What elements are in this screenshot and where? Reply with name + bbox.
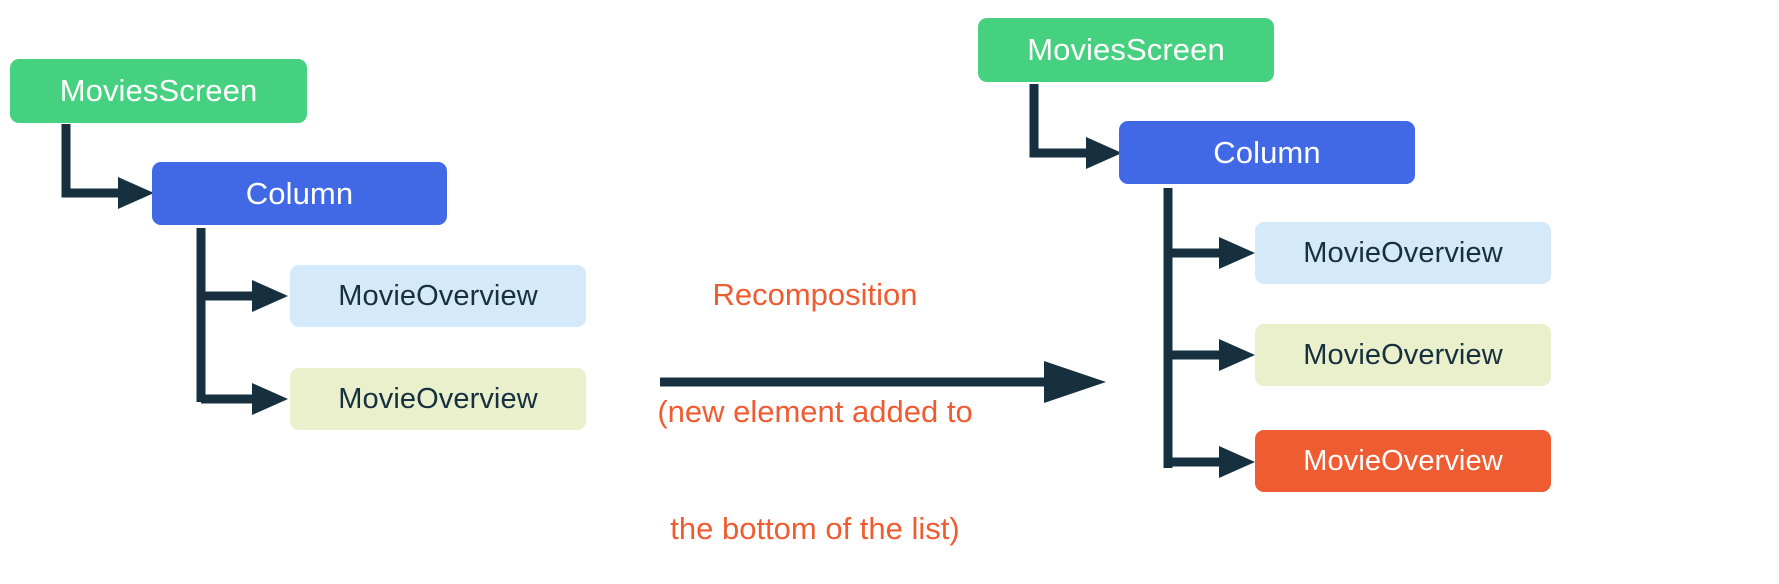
arrowhead-icon	[1219, 446, 1255, 478]
before-column-label: Column	[245, 175, 354, 211]
annotation-line-3: the bottom of the list)	[670, 511, 960, 546]
before-node-moviesscreen: MoviesScreen	[10, 59, 307, 123]
before-movieoverview-2-label: MovieOverview	[338, 382, 538, 415]
arrowhead-icon	[1219, 339, 1255, 371]
after-node-movieoverview-1: MovieOverview	[1255, 222, 1551, 284]
after-node-movieoverview-2: MovieOverview	[1255, 324, 1551, 386]
recomposition-annotation: Recomposition (new element added to the …	[655, 197, 975, 584]
annotation-line-1: Recomposition	[712, 277, 918, 312]
after-column-label: Column	[1213, 134, 1321, 170]
arrowhead-icon	[1219, 237, 1255, 269]
after-movieoverview-3-label: MovieOverview	[1303, 444, 1503, 477]
arrowhead-icon	[1044, 361, 1106, 403]
before-moviesscreen-label: MoviesScreen	[59, 73, 258, 108]
after-movieoverview-2-label: MovieOverview	[1303, 338, 1503, 371]
annotation-line-2: (new element added to	[657, 394, 973, 429]
arrowhead-icon	[252, 383, 288, 415]
after-movieoverview-1-label: MovieOverview	[1303, 236, 1503, 269]
arrowhead-icon	[1086, 137, 1122, 169]
before-connector-screen-to-column	[61, 124, 154, 209]
after-node-movieoverview-3-new: MovieOverview	[1255, 430, 1551, 492]
elbow-line	[1029, 84, 1092, 158]
before-node-movieoverview-2: MovieOverview	[290, 368, 586, 430]
after-node-moviesscreen: MoviesScreen	[978, 18, 1274, 82]
before-movieoverview-1-label: MovieOverview	[338, 279, 538, 312]
after-moviesscreen-label: MoviesScreen	[1027, 32, 1225, 67]
before-node-column: Column	[152, 162, 447, 225]
arrowhead-icon	[118, 177, 154, 209]
elbow-line	[61, 124, 124, 198]
arrowhead-icon	[252, 280, 288, 312]
before-node-movieoverview-1: MovieOverview	[290, 265, 586, 327]
after-connector-screen-to-column	[1029, 84, 1122, 169]
after-node-column: Column	[1119, 121, 1415, 184]
